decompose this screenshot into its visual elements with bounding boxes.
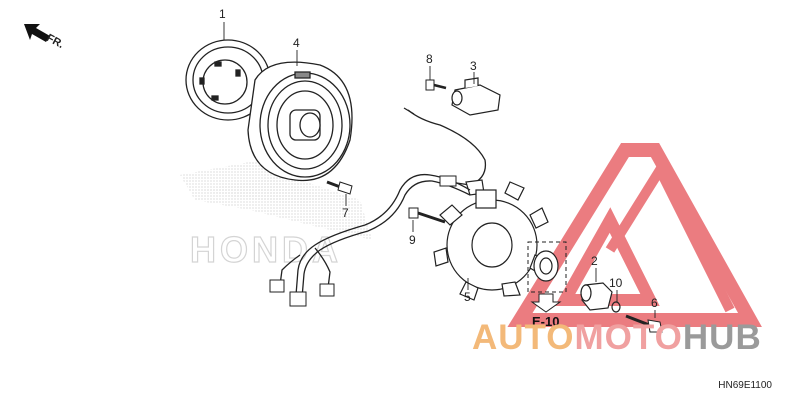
callout-5: 5 bbox=[464, 290, 471, 304]
wire-connectors bbox=[269, 175, 457, 307]
front-direction-arrow-icon bbox=[24, 24, 50, 42]
callout-7: 7 bbox=[342, 206, 349, 220]
bolt-part-8 bbox=[425, 79, 447, 91]
bolt-part-9 bbox=[408, 207, 446, 224]
callout-1: 1 bbox=[219, 7, 226, 21]
automotohub-wordmark: AUTOMOTOHUB bbox=[472, 318, 762, 358]
bearing-part bbox=[527, 241, 567, 293]
reference-label: E-10 bbox=[532, 314, 560, 329]
pulse-sensor-part bbox=[451, 77, 501, 116]
wordmark-hub: HUB bbox=[682, 318, 762, 357]
callout-4: 4 bbox=[293, 36, 300, 50]
sensor-wire bbox=[403, 107, 487, 186]
flywheel-ring-part bbox=[185, 39, 271, 121]
stator-part bbox=[433, 179, 549, 301]
callout-10: 10 bbox=[609, 276, 623, 290]
callout-8: 8 bbox=[426, 52, 433, 66]
honda-wordmark-watermark: HONDA bbox=[189, 228, 342, 270]
automotohub-logo-triangle bbox=[507, 143, 762, 327]
reference-arrow-icon bbox=[530, 293, 562, 313]
rotor-flywheel-part bbox=[247, 61, 353, 182]
svg-text:HONDA: HONDA bbox=[190, 229, 342, 270]
callout-2: 2 bbox=[591, 254, 598, 268]
callout-6: 6 bbox=[651, 296, 658, 310]
wire-harness bbox=[279, 173, 471, 299]
wordmark-auto: AUTO bbox=[472, 318, 575, 357]
bolt-part-7 bbox=[326, 180, 353, 195]
cap-part bbox=[580, 282, 613, 311]
honda-wing-watermark bbox=[180, 160, 372, 240]
diagram-code: HN69E1100 bbox=[718, 380, 772, 391]
callout-3: 3 bbox=[470, 59, 477, 73]
bolt-part-6 bbox=[625, 314, 663, 333]
wordmark-moto: MOTO bbox=[574, 318, 683, 357]
callout-9: 9 bbox=[409, 233, 416, 247]
leader-lines bbox=[223, 22, 656, 318]
o-ring-part bbox=[611, 301, 621, 313]
